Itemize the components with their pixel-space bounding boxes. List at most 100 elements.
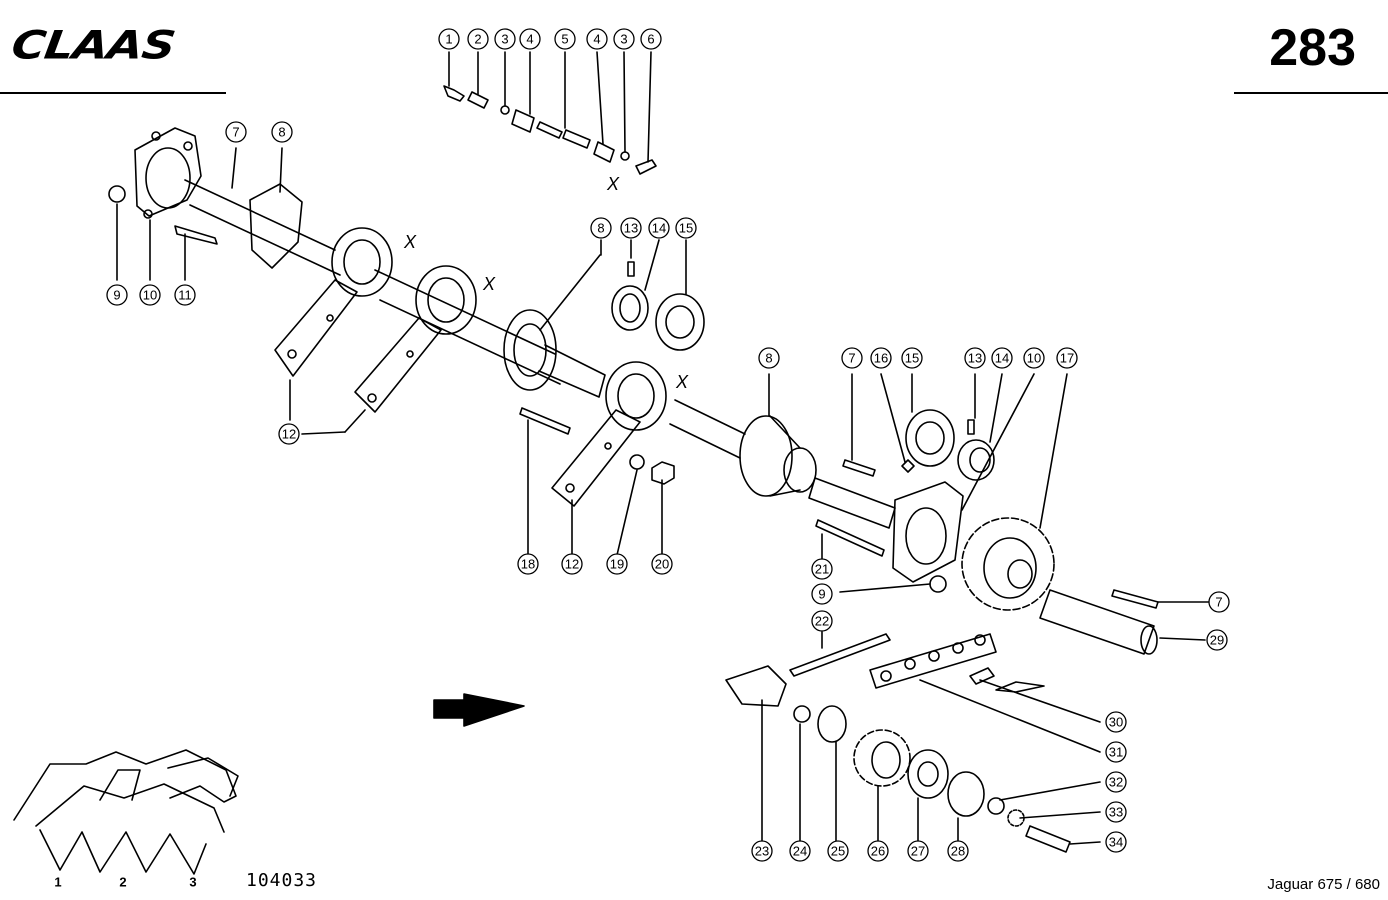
- callout-circle: [1105, 831, 1127, 853]
- callout-circle: [640, 28, 662, 50]
- callout-circle: [758, 347, 780, 369]
- callout-circle: [519, 28, 541, 50]
- callout-number: 15: [905, 351, 919, 366]
- callout-top-3b: 3: [613, 28, 635, 50]
- callout-circle: [467, 28, 489, 50]
- callout-number: 7: [232, 125, 239, 140]
- callout-m-18: 18: [517, 553, 539, 575]
- right-gear: [669, 373, 817, 497]
- thumbnail-label-2: 2: [119, 875, 126, 890]
- callout-r-9: 9: [811, 583, 833, 605]
- callout-circle: [620, 217, 642, 239]
- header-rule-left: [0, 92, 226, 94]
- center-arm: [519, 361, 675, 556]
- callout-r-30: 30: [1105, 711, 1127, 733]
- callout-r-31: 31: [1105, 741, 1127, 763]
- callout-number: 4: [593, 32, 600, 47]
- callout-top-2: 2: [467, 28, 489, 50]
- callout-r-17: 17: [1056, 347, 1078, 369]
- callout-top-3a: 3: [494, 28, 516, 50]
- callout-number: 12: [565, 557, 579, 572]
- center-bearing-parts: [611, 239, 705, 351]
- callout-circle: [278, 423, 300, 445]
- callout-circle: [271, 121, 293, 143]
- thumbnail-label-1: 1: [54, 875, 61, 890]
- callout-m-13: 13: [620, 217, 642, 239]
- callout-circle: [517, 553, 539, 575]
- callout-number: 8: [278, 125, 285, 140]
- callout-circle: [789, 840, 811, 862]
- callout-r-13: 13: [964, 347, 986, 369]
- callout-number: 22: [815, 614, 829, 629]
- callout-r-7b: 7: [1208, 591, 1230, 613]
- chain-tensioner: [725, 631, 1101, 853]
- callout-number: 7: [1215, 595, 1222, 610]
- callout-r-29: 29: [1206, 629, 1228, 651]
- callout-circle: [494, 28, 516, 50]
- callout-circle: [561, 553, 583, 575]
- callout-m-20: 20: [651, 553, 673, 575]
- callout-l-10: 10: [139, 284, 161, 306]
- header-thumbnail: [13, 749, 239, 875]
- callout-top-5: 5: [554, 28, 576, 50]
- callout-circle: [1105, 771, 1127, 793]
- marker-x-3: X: [675, 372, 689, 392]
- right-flange-sprocket: [815, 373, 1211, 655]
- callout-m-19: 19: [606, 553, 628, 575]
- callout-number: 3: [620, 32, 627, 47]
- callout-number: 8: [765, 351, 772, 366]
- callout-number: 9: [113, 288, 120, 303]
- callout-number: 5: [561, 32, 568, 47]
- callout-circle: [586, 28, 608, 50]
- callout-r-15: 15: [901, 347, 923, 369]
- marker-x-2: X: [482, 274, 496, 294]
- callout-number: 30: [1109, 715, 1123, 730]
- callout-circle: [438, 28, 460, 50]
- callout-number: 25: [831, 844, 845, 859]
- thumbnail-label-3: 3: [189, 875, 196, 890]
- callout-top-6: 6: [640, 28, 662, 50]
- right-bearing-group: [808, 373, 1035, 529]
- callout-number: 6: [647, 32, 654, 47]
- callout-r-7: 7: [841, 347, 863, 369]
- callout-l-11: 11: [174, 284, 196, 306]
- model-label: Jaguar 675 / 680: [1267, 876, 1380, 893]
- callout-circle: [1056, 347, 1078, 369]
- callout-r-34: 34: [1105, 831, 1127, 853]
- callout-number: 16: [874, 351, 888, 366]
- top-parts-row: [443, 51, 657, 175]
- callout-r-33: 33: [1105, 801, 1127, 823]
- callout-circle: [1023, 347, 1045, 369]
- center-gear: [503, 239, 606, 398]
- callout-circle: [590, 217, 612, 239]
- callout-circle: [901, 347, 923, 369]
- callout-circle: [947, 840, 969, 862]
- callout-top-4b: 4: [586, 28, 608, 50]
- marker-x-top: X: [606, 174, 620, 194]
- callout-top-4a: 4: [519, 28, 541, 50]
- callout-number: 2: [474, 32, 481, 47]
- callout-number: 11: [178, 288, 192, 303]
- callout-l-9: 9: [106, 284, 128, 306]
- callout-circle: [964, 347, 986, 369]
- callout-number: 27: [911, 844, 925, 859]
- callout-b-28: 28: [947, 840, 969, 862]
- callout-circle: [606, 553, 628, 575]
- callout-number: 28: [951, 844, 965, 859]
- callout-circle: [1105, 801, 1127, 823]
- callout-b-23: 23: [751, 840, 773, 862]
- callout-number: 13: [624, 221, 638, 236]
- callout-circle: [1105, 711, 1127, 733]
- callout-number: 21: [815, 562, 829, 577]
- callout-circle: [811, 558, 833, 580]
- callout-number: 7: [848, 351, 855, 366]
- callout-circle: [106, 284, 128, 306]
- callout-r-16: 16: [870, 347, 892, 369]
- callout-m-12: 12: [561, 553, 583, 575]
- callout-number: 3: [501, 32, 508, 47]
- callout-number: 13: [968, 351, 982, 366]
- callout-number: 20: [655, 557, 669, 572]
- header-thumbnail-labels: 1 2 3: [54, 875, 196, 890]
- callout-circle: [1206, 629, 1228, 651]
